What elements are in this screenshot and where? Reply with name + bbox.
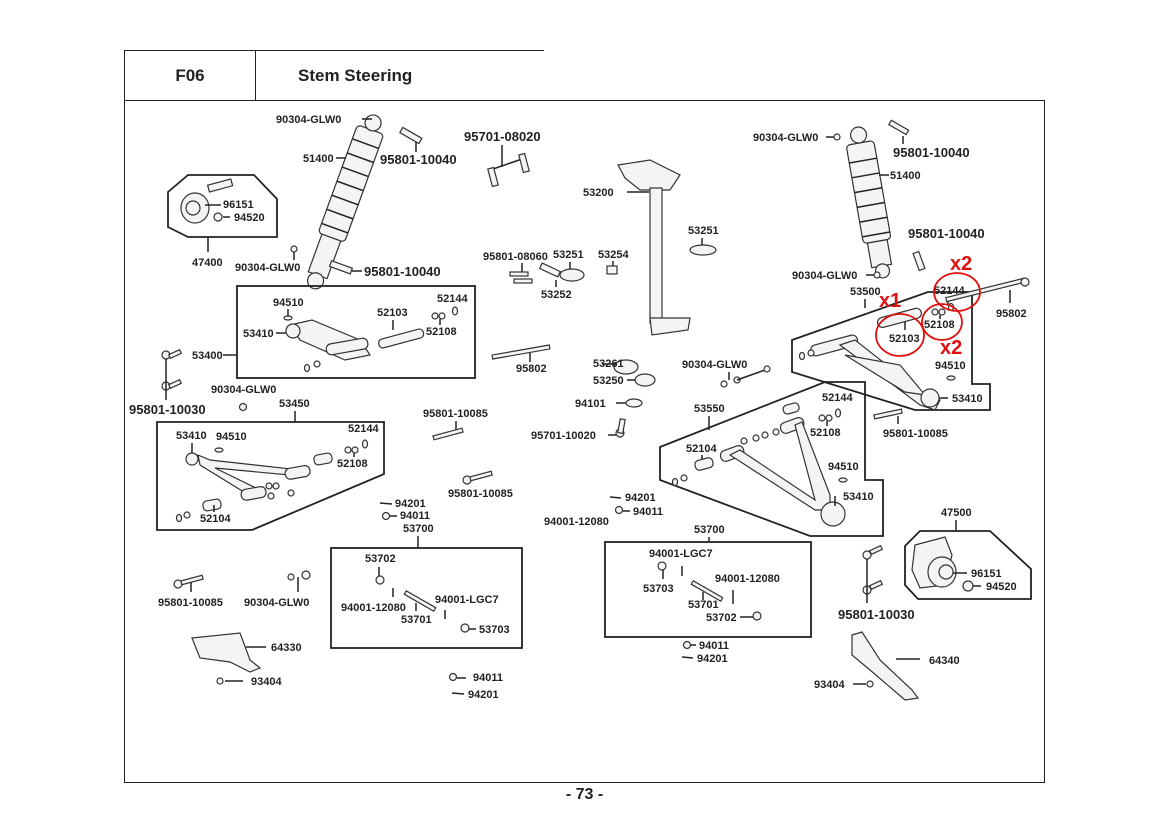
part-label: 53254 [598,249,629,261]
part-label: 52144 [822,392,853,404]
part-label: 94001-12080 [544,516,609,528]
part-label: 94001-LGC7 [649,548,713,560]
quantity-annotations: x2 x1 x2 [875,253,981,359]
part-label: 94520 [234,212,265,224]
part-label: 94011 [473,672,503,684]
qty-annotation-52144: x2 [950,253,972,275]
part-label: 95701-08020 [464,129,541,144]
part-label: 94011 [400,510,430,522]
part-label: 95801-08060 [483,251,548,263]
figure-code: F06 [124,50,256,100]
diagram-frame [124,100,1045,783]
part-label: 90304-GLW0 [244,597,309,609]
part-label: 93404 [814,679,845,691]
part-label: 94201 [395,498,426,510]
part-label: 93404 [251,676,282,688]
part-label: 95701-10020 [531,430,596,442]
part-label: 53251 [553,249,584,261]
part-label: 52103 [377,307,408,319]
part-label: 90304-GLW0 [211,384,276,396]
part-label: 94510 [828,461,859,473]
part-label: 53700 [403,523,434,535]
part-label: 96151 [971,568,1002,580]
page-number: - 73 - [565,786,604,803]
part-label: 53252 [541,289,572,301]
part-label: 95801-10085 [448,488,513,500]
part-label: 94011 [699,640,729,652]
part-label: 53251 [688,225,719,237]
part-label: 94510 [935,360,966,372]
part-label: 53261 [593,358,624,370]
part-label: 53410 [843,491,874,503]
part-label: 53410 [243,328,274,340]
part-label: 64340 [929,655,960,667]
part-label: 94201 [625,492,656,504]
part-label: 52108 [426,326,457,338]
part-label: 95801-10085 [158,597,223,609]
part-label: 95801-10040 [380,152,457,167]
qty-annotation-52108: x2 [940,337,962,359]
part-label: 53701 [688,599,719,611]
part-label: 52144 [437,293,468,305]
part-label: 52144 [934,285,965,297]
part-label: 95801-10040 [908,226,985,241]
part-label: 53410 [952,393,983,405]
part-label: 53410 [176,430,207,442]
part-label: 53550 [694,403,725,415]
part-label: 94520 [986,581,1017,593]
part-label: 47400 [192,257,223,269]
part-label: 94011 [633,506,663,518]
part-label: 52104 [200,513,231,525]
part-label: 53703 [643,583,674,595]
part-label: 94001-12080 [715,573,780,585]
part-label: 96151 [223,199,254,211]
part-label: 90304-GLW0 [235,262,300,274]
steering-stem [617,159,691,336]
part-label: 52108 [337,458,368,470]
part-label: 94101 [575,398,606,410]
part-label: 51400 [303,153,334,165]
part-label: 52104 [686,443,717,455]
part-label: 53250 [593,375,624,387]
highlight-circle-52103 [875,313,925,357]
part-label: 90304-GLW0 [792,270,857,282]
part-label: 95801-10085 [883,428,948,440]
part-label: 94510 [273,297,304,309]
highlight-circle-52108 [921,303,963,341]
part-label: 52108 [810,427,841,439]
part-label: 52103 [889,333,920,345]
part-label: 52108 [924,319,955,331]
part-label: 95801-10040 [893,145,970,160]
part-label: 53703 [479,624,510,636]
part-label: 53701 [401,614,432,626]
part-label: 90304-GLW0 [682,359,747,371]
part-label: 95801-10030 [838,607,915,622]
part-label: 90304-GLW0 [276,114,341,126]
qty-annotation-52103: x1 [879,290,901,312]
part-label: 94201 [468,689,499,701]
part-label: 53702 [706,612,737,624]
part-label: 52144 [348,423,379,435]
part-label: 94001-12080 [341,602,406,614]
part-label: 95801-10040 [364,264,441,279]
shock-absorber-right [846,126,893,279]
part-label: 95801-10030 [129,402,206,417]
part-label: 64330 [271,642,302,654]
part-label: 95801-10085 [423,408,488,420]
part-label: 53400 [192,350,223,362]
part-label: 53702 [365,553,396,565]
part-label: 53450 [279,398,310,410]
part-label: 94510 [216,431,247,443]
part-label: 53500 [850,286,881,298]
part-label: 47500 [941,507,972,519]
part-label: 95802 [996,308,1027,320]
part-label: 95802 [516,363,547,375]
part-label: 51400 [890,170,921,182]
part-label: 94201 [697,653,728,665]
part-label: 94001-LGC7 [435,594,499,606]
part-label: 53700 [694,524,725,536]
figure-title: Stem Steering [256,50,544,100]
part-label: 53200 [583,187,614,199]
part-label: 90304-GLW0 [753,132,818,144]
